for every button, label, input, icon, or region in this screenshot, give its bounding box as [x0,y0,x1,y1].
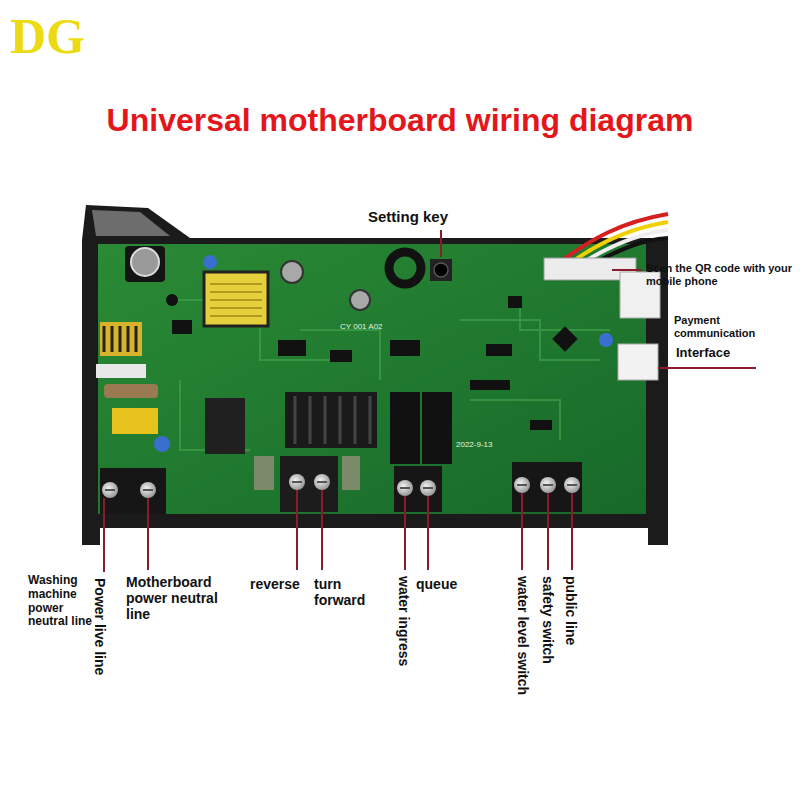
chip [530,420,552,430]
wire [584,230,668,262]
relay [422,392,452,464]
terminal-block [394,466,442,512]
pcb [98,244,646,514]
inductor [100,322,142,356]
x-capacitor [112,408,158,434]
wire [560,214,668,262]
relay [205,398,245,454]
chip [278,340,306,356]
capacitor [281,261,303,283]
current-sensor [389,252,421,284]
setting-key-cap [434,263,448,277]
resistor [96,364,146,378]
terminal-label: safety switch [540,576,556,664]
terminal-label: public line [563,576,579,645]
housing-foot [648,528,668,545]
transformer [204,272,268,326]
part-label: Interface [676,346,730,361]
terminal-block [100,468,166,514]
resistor [104,384,158,398]
chip [486,344,512,356]
chip [330,350,352,362]
board-marking: CY 001 A02 [340,322,383,331]
terminal-label: Washing machine power neutral line [28,574,92,629]
board-marking: 2022-9-13 [456,440,492,449]
housing-ear [92,210,170,236]
heatsink-fins [295,396,370,444]
terminal-screws [102,474,580,498]
terminal-label: Motherboard power neutral line [126,574,238,622]
terminal-label: reverse [250,576,300,592]
capacitor [125,246,165,282]
terminal-label: Power live line [92,578,108,675]
inductor-winding [104,326,136,352]
interface-connector [618,344,658,380]
chip [508,296,522,308]
disc-capacitor [203,255,217,269]
chip [172,320,192,334]
housing-foot [82,528,100,545]
capacitor [342,456,360,490]
logo-watermark: DG [10,8,85,66]
transformer-winding [210,284,262,316]
setting-key [430,259,452,281]
part-label: Payment communication [674,314,794,339]
chip [390,340,420,356]
terminal-label: turn forward [314,576,376,608]
terminal-label: queue [416,576,457,592]
wire [572,222,668,262]
chip [470,380,510,390]
terminal-label: water ingress [396,576,412,666]
housing [82,205,668,528]
disc-capacitor [599,333,613,347]
screw-slots [105,482,577,490]
capacitor-top [131,248,159,276]
disc-capacitor [154,436,170,452]
terminal-block [280,456,338,512]
heatsink [285,392,377,448]
part-label: Setting key [368,208,448,225]
title: Universal motherboard wiring diagram [0,102,800,139]
terminal-label: water level switch [515,576,531,695]
relay [390,392,420,464]
part-label: Scan the QR code with your mobile phone [646,262,796,287]
microcontroller [552,326,577,351]
capacitor [254,456,274,490]
capacitor [350,290,370,310]
component [166,294,178,306]
